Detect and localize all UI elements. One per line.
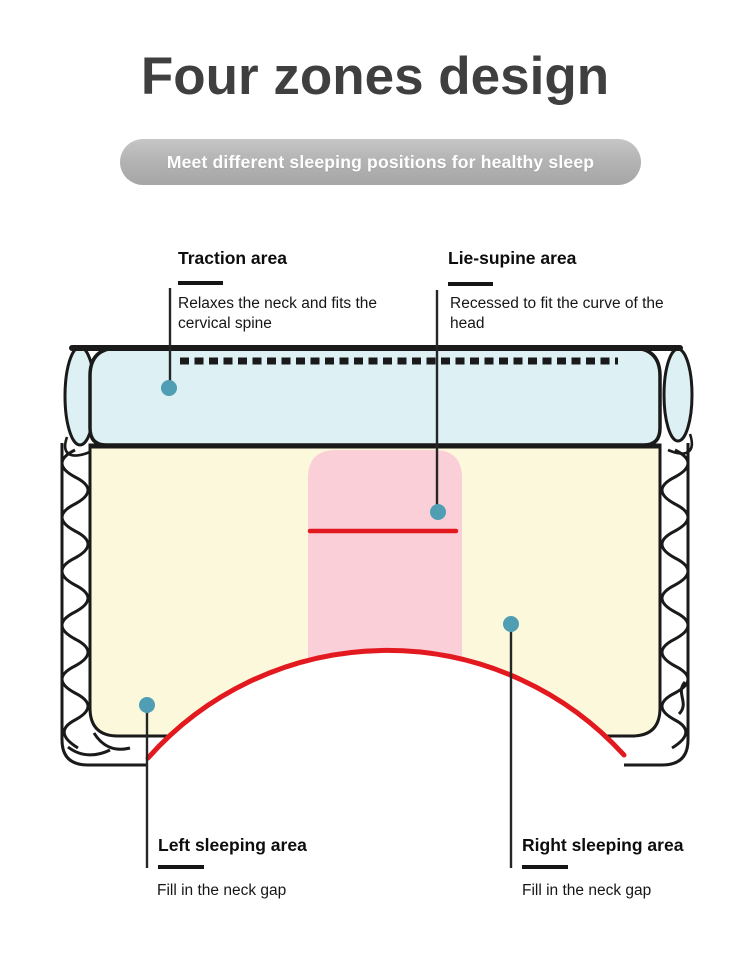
supine-zone: [308, 450, 462, 712]
callout-left-sleeping: Left sleeping area: [158, 835, 307, 856]
dot-marker-traction: [161, 380, 177, 396]
callout-right-sleeping-underline: [522, 865, 568, 869]
callout-lie-supine: Lie-supine area: [448, 248, 576, 269]
subtitle-text: Meet different sleeping positions for he…: [166, 151, 595, 172]
callout-right-sleeping: Right sleeping area: [522, 835, 683, 856]
callout-right-sleeping-desc: Fill in the neck gap: [522, 882, 652, 899]
subtitle-banner: Meet different sleeping positions for he…: [120, 139, 641, 185]
left-wave-pattern: [60, 448, 90, 750]
dot-marker-left-sleeping: [139, 697, 155, 713]
callout-lie-supine-title: Lie-supine area: [448, 248, 577, 268]
page-title: Four zones design: [140, 47, 610, 106]
left-roll-fold: [63, 436, 91, 457]
right-gusset-outline: [620, 443, 690, 767]
right-corner-squiggle: [677, 680, 687, 716]
callout-lie-supine-desc: Recessed to fit the curve of the head: [450, 295, 664, 332]
right-wave-pattern: [660, 448, 690, 750]
callout-traction-title: Traction area: [178, 248, 287, 268]
callout-left-sleeping-desc: Fill in the neck gap: [157, 882, 287, 899]
callout-traction-desc: Relaxes the neck and fits the cervical s…: [178, 295, 378, 332]
callout-traction: Traction area: [178, 248, 287, 269]
neck-curve-line: [145, 647, 627, 761]
callout-left-sleeping-underline: [158, 865, 204, 869]
left-corner-squiggle: [92, 732, 131, 751]
right-roll-fold: [667, 433, 694, 455]
neck-cutout: [148, 650, 624, 885]
left-gusset-outline: [60, 443, 150, 767]
callout-left-sleeping-title: Left sleeping area: [158, 835, 307, 855]
right-roll-end: [662, 347, 694, 443]
dot-marker-lie-supine: [430, 504, 446, 520]
callout-lie-supine-underline: [448, 282, 493, 286]
callout-traction-underline: [178, 281, 223, 285]
left-corner-squiggle-2: [67, 745, 111, 757]
dot-marker-right-sleeping: [503, 616, 519, 632]
callout-right-sleeping-title: Right sleeping area: [522, 835, 684, 855]
